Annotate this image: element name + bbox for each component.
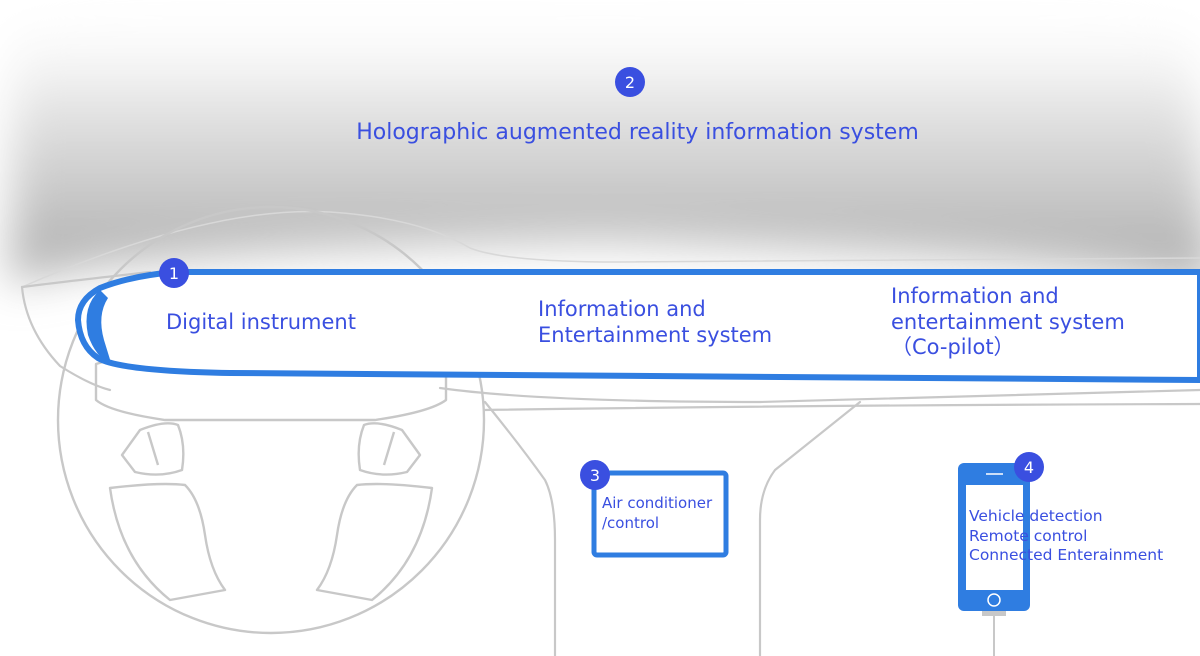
infotainment-line: Information and [538, 297, 706, 321]
air-conditioner-line: /control [602, 513, 660, 532]
windshield-shade [10, 0, 1200, 286]
air-conditioner-screen [591, 470, 729, 558]
phone-device [958, 463, 1030, 656]
infotainment-label: Information and Entertainment system [538, 297, 772, 348]
phone-line: Connected Enterainment [969, 546, 1164, 565]
badge-3: 3 [580, 460, 610, 490]
copilot-label: Information and entertainment system （Co… [891, 284, 1125, 361]
air-conditioner-line: Air conditioner [602, 494, 713, 512]
phone-line: Remote control [969, 526, 1088, 545]
air-conditioner-label: Air conditioner /control [602, 494, 712, 533]
digital-instrument-label: Digital instrument [166, 310, 356, 334]
badge-4: 4 [1014, 452, 1044, 482]
copilot-line: Information and [891, 284, 1059, 308]
main-display-strip [75, 269, 1200, 383]
infotainment-line: Entertainment system [538, 322, 773, 347]
phone-line: Vehicle detection [969, 507, 1103, 525]
phone-label: Vehicle detection Remote control Connect… [969, 507, 1163, 566]
hud-label: Holographic augmented reality informatio… [356, 120, 919, 145]
copilot-line: （Co-pilot） [891, 335, 1015, 360]
badge-1: 1 [159, 258, 189, 288]
copilot-line: entertainment system [891, 309, 1125, 334]
badge-2: 2 [615, 67, 645, 97]
